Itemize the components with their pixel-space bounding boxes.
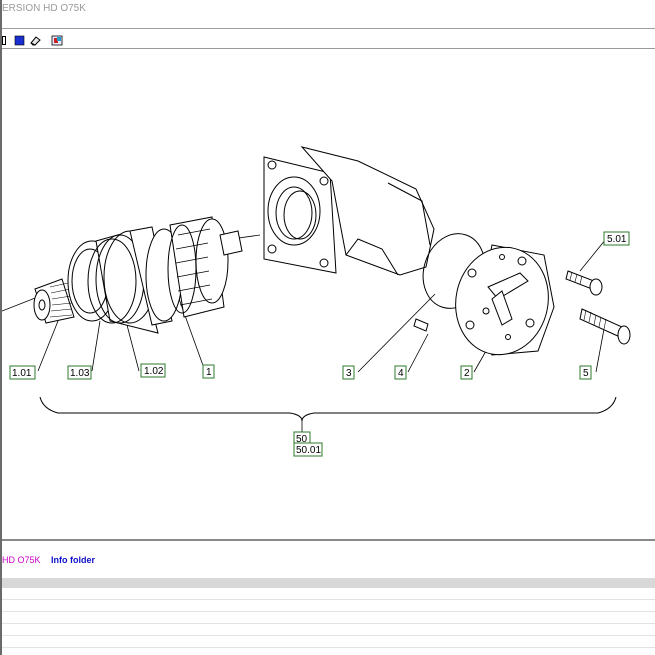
list-row <box>2 647 655 648</box>
svg-text:5.01: 5.01 <box>607 234 627 245</box>
callout-5[interactable]: 5 <box>579 365 592 380</box>
callout-50-01[interactable]: 50.01 <box>293 442 323 457</box>
book-icon[interactable] <box>2 33 13 45</box>
eraser-icon[interactable] <box>30 33 41 46</box>
drawing-canvas[interactable]: 1.01 1.03 1.02 1 3 4 2 5 5.01 50 50.01 <box>1 49 655 539</box>
window-title: ERSION HD O75K <box>2 3 86 14</box>
callout-1-02[interactable]: 1.02 <box>140 363 166 378</box>
stop-icon[interactable] <box>14 33 25 46</box>
tab-document[interactable]: HD O75K <box>2 555 41 565</box>
list-row <box>2 635 655 636</box>
motor-shaft-assembly <box>33 216 243 334</box>
callout-5-01[interactable]: 5.01 <box>603 231 630 246</box>
tab-info-folder[interactable]: Info folder <box>51 555 95 565</box>
assembly-bracket <box>39 396 617 422</box>
list-header <box>2 578 655 588</box>
dowel-pin <box>413 318 429 332</box>
list-row <box>2 611 655 612</box>
svg-text:1: 1 <box>206 367 212 378</box>
window-left-edge <box>0 0 2 655</box>
callout-3[interactable]: 3 <box>342 365 355 380</box>
svg-text:1.01: 1.01 <box>12 368 32 379</box>
svg-text:1.02: 1.02 <box>144 366 164 377</box>
callout-2[interactable]: 2 <box>460 365 473 380</box>
svg-text:3: 3 <box>346 368 352 379</box>
svg-text:4: 4 <box>398 368 404 379</box>
flange-housing <box>263 146 435 276</box>
list-row <box>2 623 655 624</box>
list-row <box>2 599 655 600</box>
svg-text:1.03: 1.03 <box>70 368 90 379</box>
svg-text:50: 50 <box>296 434 308 445</box>
callout-50[interactable]: 50 <box>293 431 311 445</box>
image-export-icon[interactable] <box>51 33 63 46</box>
exploded-view-drawing: 1.01 1.03 1.02 1 3 4 2 5 5.01 50 50.01 <box>1 146 631 457</box>
callout-4[interactable]: 4 <box>394 365 407 380</box>
pump-end-plate <box>455 244 555 356</box>
callout-1[interactable]: 1 <box>202 364 215 379</box>
svg-text:5: 5 <box>583 368 589 379</box>
svg-text:50.01: 50.01 <box>296 445 321 456</box>
svg-text:2: 2 <box>464 368 470 379</box>
toolbar <box>2 29 655 49</box>
canvas-border <box>2 539 655 541</box>
folder-tabs: HD O75K Info folder <box>2 548 655 570</box>
title-bar: ERSION HD O75K <box>2 0 655 29</box>
screw-upper <box>565 270 603 296</box>
screw-lower <box>579 308 631 345</box>
callout-1-03[interactable]: 1.03 <box>67 365 92 380</box>
callout-1-01[interactable]: 1.01 <box>9 365 36 380</box>
